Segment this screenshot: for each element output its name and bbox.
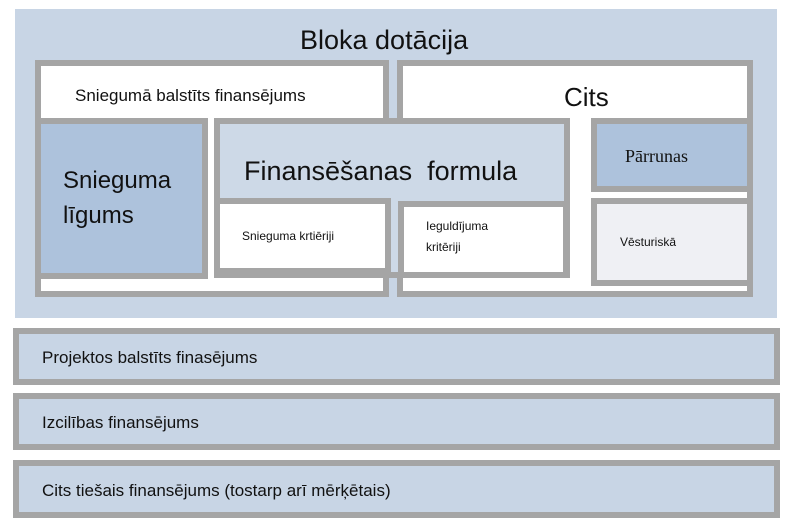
performance-criteria-box xyxy=(214,198,391,274)
other-label: Cits xyxy=(564,82,609,112)
other-direct-funding-label: Cits tiešais finansējums (tostarp arī mē… xyxy=(42,481,391,500)
performance-criteria-label: Snieguma krtiēriji xyxy=(242,229,335,243)
negotiations-label: Pārrunas xyxy=(625,146,688,166)
bottom-bar-excellence-funding xyxy=(13,393,780,450)
investment-criteria-box xyxy=(398,201,569,278)
funding-formula-label: Finansēšanas formula xyxy=(244,156,518,186)
negotiations-box xyxy=(591,118,753,192)
historical-box xyxy=(591,198,753,286)
historical-label: Vēsturiskā xyxy=(620,235,677,249)
excellence-funding-label: Izcilības finansējums xyxy=(42,413,199,432)
bottom-bar-other-direct-funding xyxy=(13,460,780,518)
block-grant-title: Bloka dotācija xyxy=(300,25,469,55)
investment-criteria-label-line2: kritēriji xyxy=(426,240,461,254)
performance-funding-label: Sniegumā balstīts finansējums xyxy=(75,86,306,105)
performance-contract-box xyxy=(35,118,208,279)
performance-contract-label-line2: līgums xyxy=(63,202,134,229)
investment-criteria-label-line1: Ieguldījuma xyxy=(426,219,489,233)
project-funding-label: Projektos balstīts finasējums xyxy=(42,348,258,367)
performance-contract-label-line1: Snieguma xyxy=(63,167,172,194)
bottom-bar-project-funding xyxy=(13,328,780,385)
